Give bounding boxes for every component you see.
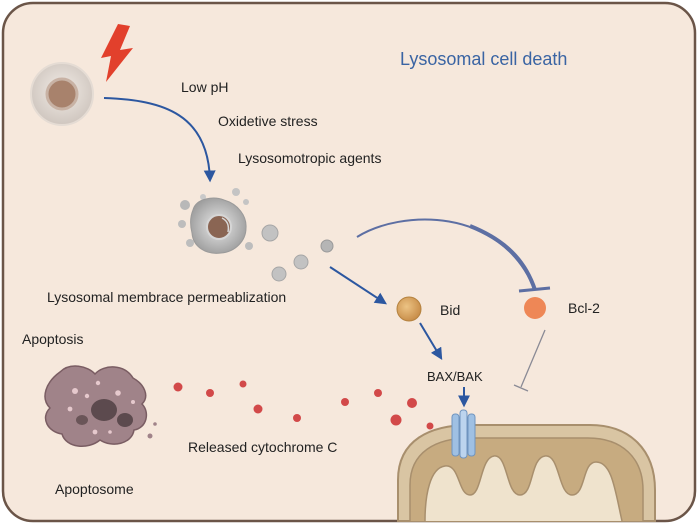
label-apoptosis: Apoptosis [22, 331, 83, 347]
label-lysosomotropic-agents: Lysosomotropic agents [238, 150, 381, 166]
label-bid: Bid [440, 302, 460, 318]
cytochrome-c-dots [173, 380, 434, 430]
bid-to-baxbak-arrow [419, 322, 443, 361]
bcl2-inhibition-line [520, 329, 546, 388]
label-baxbak: BAX/BAK [427, 369, 483, 384]
diagram-title: Lysosomal cell death [400, 49, 567, 69]
stress-arrow [103, 97, 216, 183]
released-lysosomal-particles [261, 224, 334, 282]
apoptotic-cell-icon [44, 365, 157, 447]
inhibition-bar [518, 286, 551, 293]
label-low-ph: Low pH [181, 79, 228, 95]
bax-bak-pore-icon [451, 409, 476, 459]
label-lmp: Lysosomal membrace permeablization [47, 289, 286, 305]
damaged-lysosome-icon [178, 188, 253, 254]
lightning-bolt-icon [101, 24, 133, 82]
label-oxidative-stress: Oxidetive stress [218, 113, 318, 129]
label-apoptosome: Apoptosome [55, 481, 134, 497]
bcl2-protein-icon [524, 297, 546, 319]
label-bcl2: Bcl-2 [568, 300, 600, 316]
lmp-to-bid-arrow [329, 266, 388, 305]
bid-protein-icon [396, 296, 422, 322]
bcl2-inhibition-bar [513, 384, 529, 392]
label-released-cytochrome: Released cytochrome C [188, 439, 337, 455]
mitochondrion-icon [397, 424, 656, 522]
inhibition-curve-thick [469, 224, 537, 291]
cell-icon [30, 62, 94, 126]
